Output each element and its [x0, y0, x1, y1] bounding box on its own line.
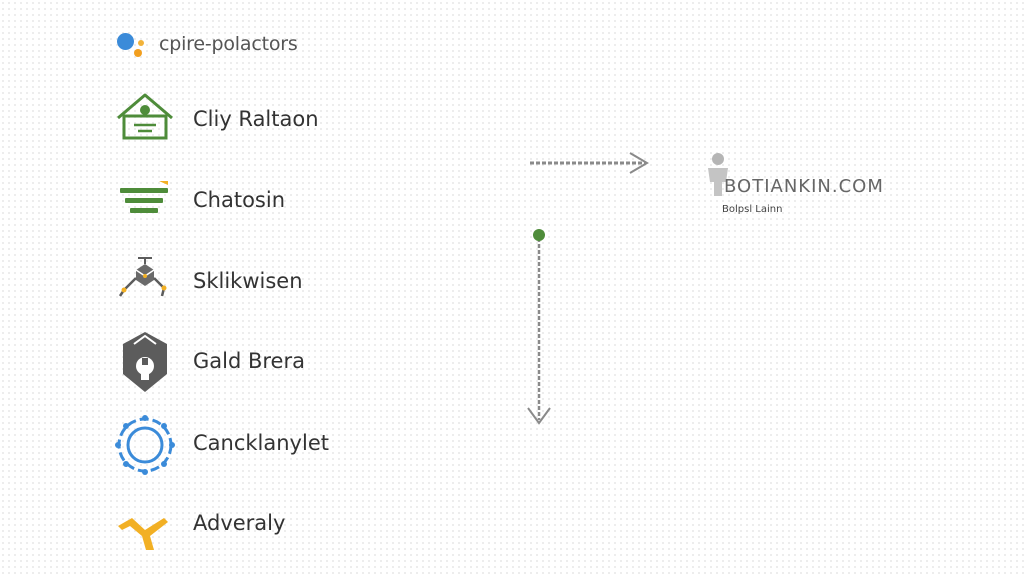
down-arrow [527, 229, 551, 425]
logo-mark-blue-dot [117, 33, 134, 50]
list-item-5[interactable]: Adveraly [112, 492, 432, 558]
list-item-3[interactable]: Gald Brera [112, 330, 432, 396]
list-item-2[interactable]: Sklikwisen [112, 250, 432, 316]
destination-badge[interactable]: BOTIANKIN.COM Bolpsl Lainn [700, 150, 940, 230]
item-label: Adveraly [193, 511, 286, 535]
brand-logo[interactable]: cpire-polactors [116, 32, 316, 58]
right-arrow [530, 152, 649, 174]
brand-name: cpire-polactors [159, 33, 298, 55]
logo-mark-orange-dot [134, 49, 142, 57]
item-label: Chatosin [193, 188, 286, 212]
shield-bulb-icon [112, 330, 178, 396]
stacked-bars-icon [112, 169, 178, 235]
gear-ring-icon [112, 412, 178, 478]
logo-mark-orange-dot-small [138, 40, 144, 46]
destination-domain: BOTIANKIN.COM [724, 176, 884, 197]
split-arrow-icon [112, 492, 178, 558]
robot-arm-icon [112, 250, 178, 316]
item-label: Cliy Raltaon [193, 107, 319, 131]
house-icon [112, 88, 178, 154]
item-label: Gald Brera [193, 349, 305, 373]
list-item-0[interactable]: Cliy Raltaon [112, 88, 432, 154]
item-label: Cancklanylet [193, 431, 329, 455]
item-label: Sklikwisen [193, 269, 303, 293]
list-item-1[interactable]: Chatosin [112, 169, 432, 235]
destination-subtitle: Bolpsl Lainn [722, 204, 783, 215]
start-node-dot [533, 229, 545, 241]
list-item-4[interactable]: Cancklanylet [112, 412, 432, 478]
person-figure-icon [708, 153, 728, 196]
